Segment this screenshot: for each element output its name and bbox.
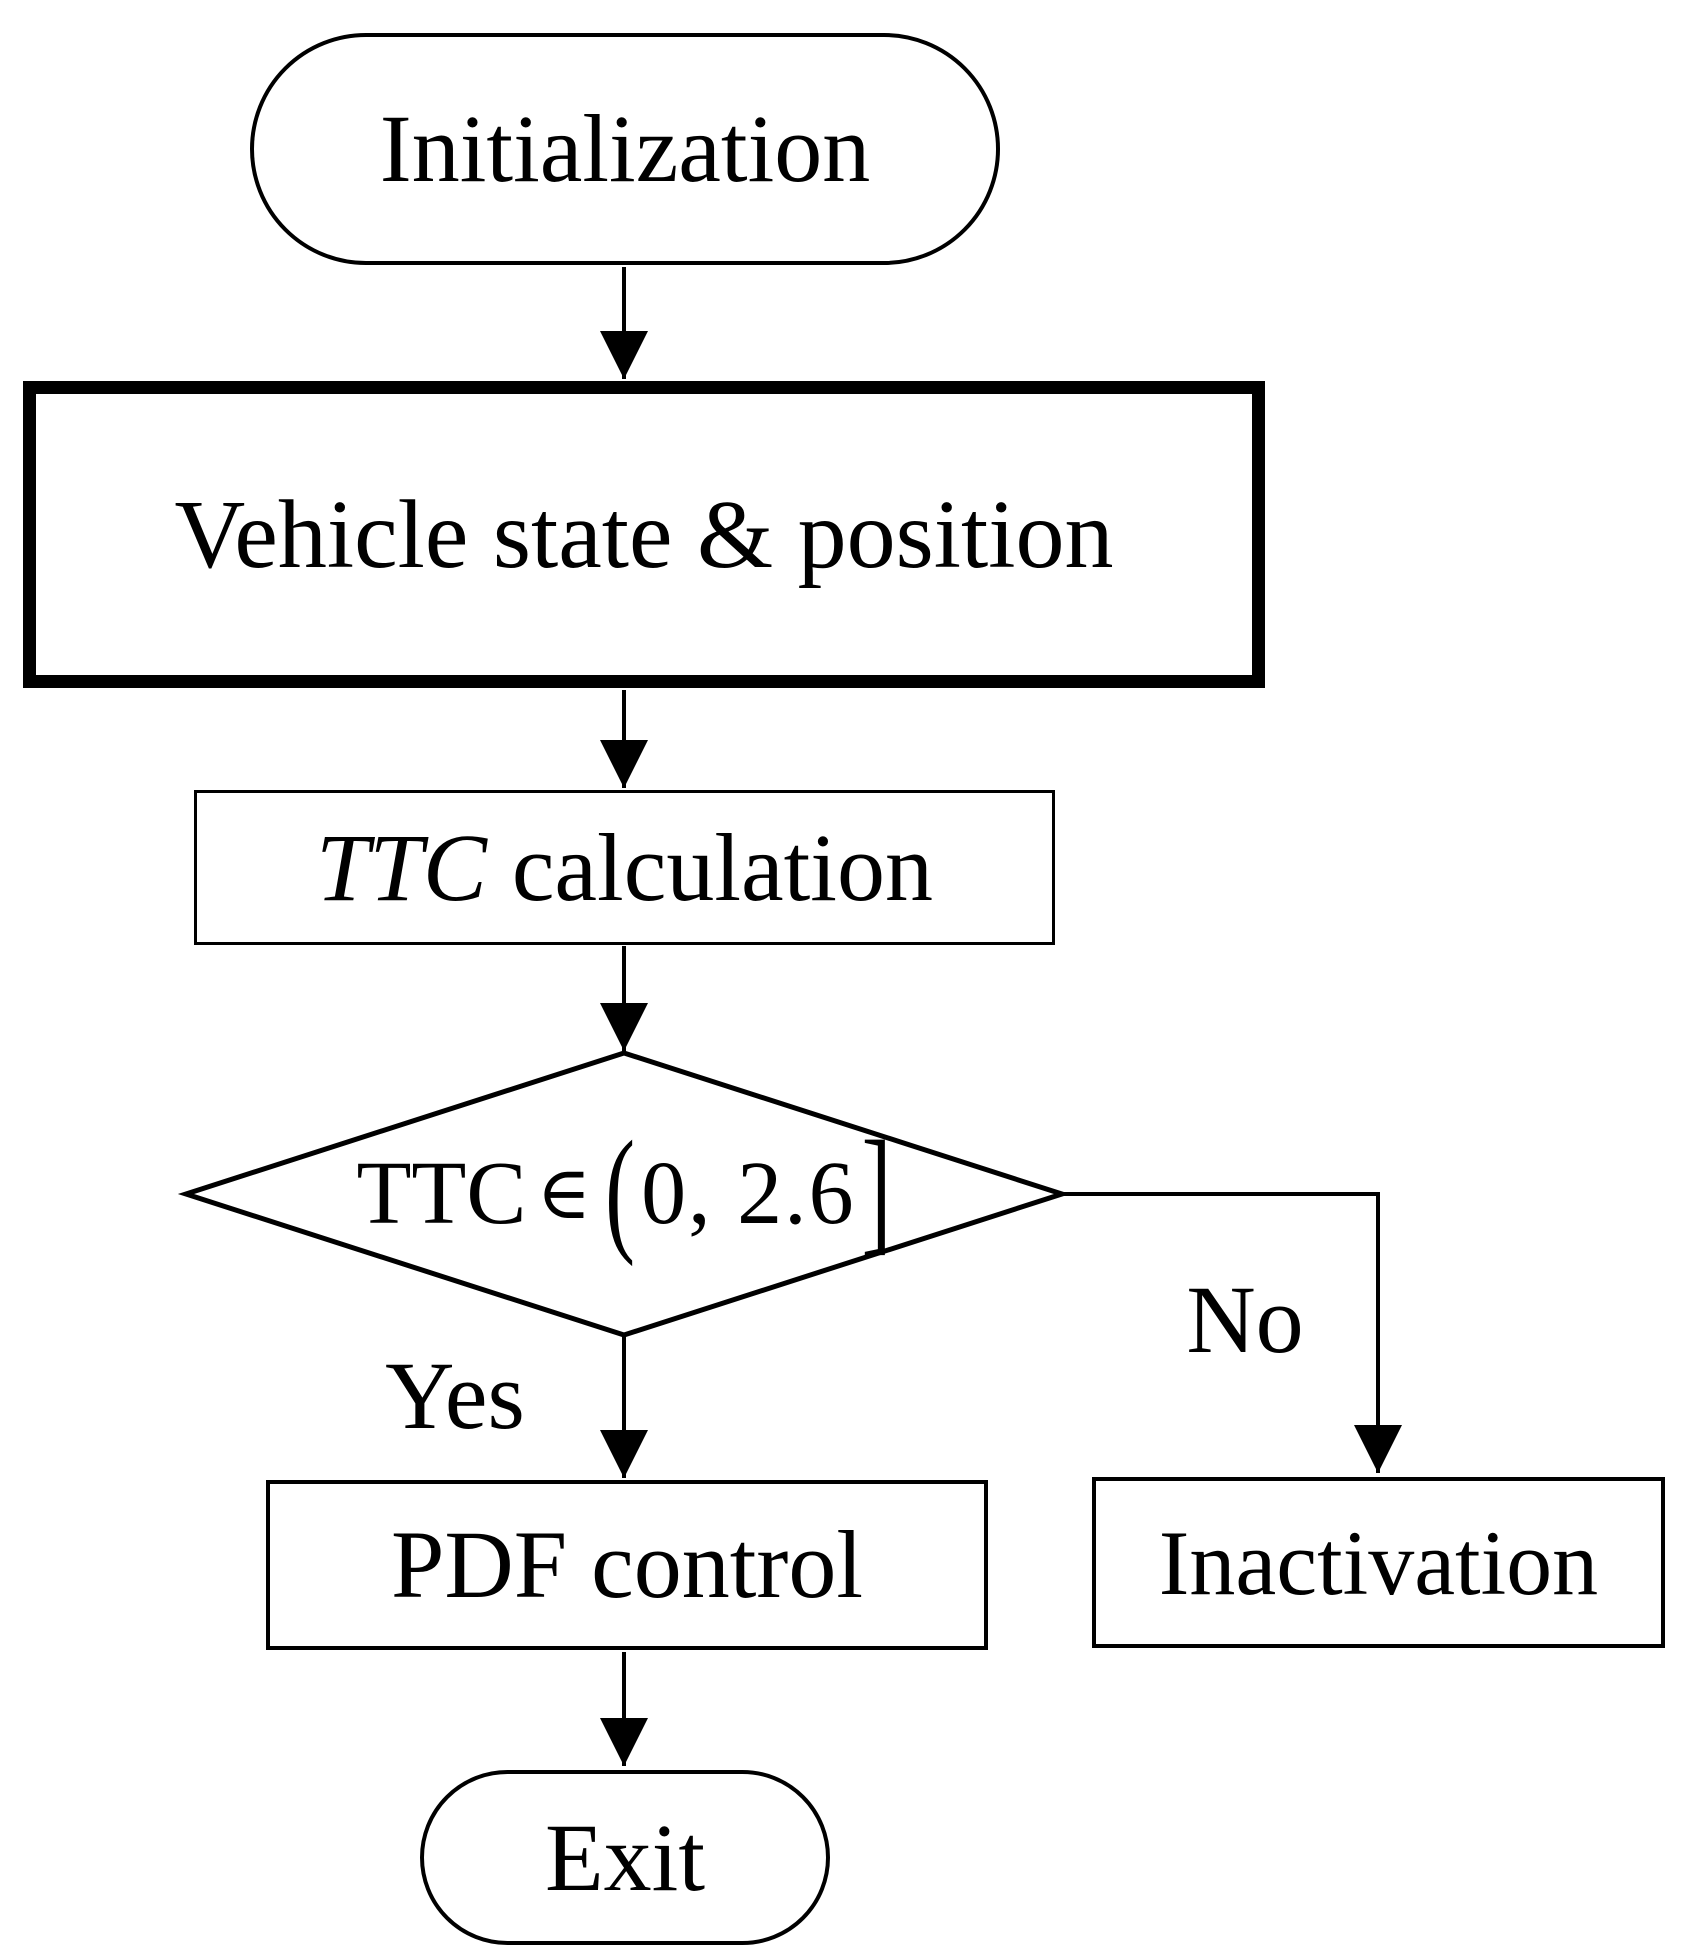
yes-label-text: Yes (385, 1341, 525, 1449)
decision-interval-text: 0, 2.6 (641, 1144, 856, 1243)
node-pdf-control: PDF control (266, 1480, 988, 1650)
node-inactivation: Inactivation (1092, 1477, 1665, 1648)
node-inactivation-label: Inactivation (1158, 1511, 1599, 1614)
no-label-text: No (1186, 1265, 1304, 1373)
ttc-italic-text: TTC (316, 813, 487, 921)
node-pdf-control-label: PDF control (390, 1511, 864, 1618)
decision-open-paren: ( (605, 1114, 636, 1268)
ttc-rest-text: calculation (511, 813, 933, 921)
arrow-decision-no-to-inactivation (1062, 1192, 1402, 1473)
node-vehicle-state-position-label: Vehicle state & position (174, 480, 1114, 589)
node-exit-label: Exit (545, 1803, 705, 1911)
element-of-symbol: ∈ (536, 1150, 592, 1237)
decision-ttc-text: TTC (356, 1144, 527, 1243)
node-initialization: Initialization (250, 33, 1000, 265)
yes-branch-label: Yes (330, 1338, 580, 1453)
no-branch-label: No (1120, 1262, 1370, 1377)
node-exit: Exit (420, 1770, 830, 1945)
decision-ttc-range-label: TTC ∈ ( 0, 2.6 ] (186, 1104, 1062, 1284)
node-vehicle-state-position: Vehicle state & position (23, 381, 1265, 688)
node-initialization-label: Initialization (379, 95, 871, 202)
decision-close-bracket: ] (861, 1114, 892, 1268)
